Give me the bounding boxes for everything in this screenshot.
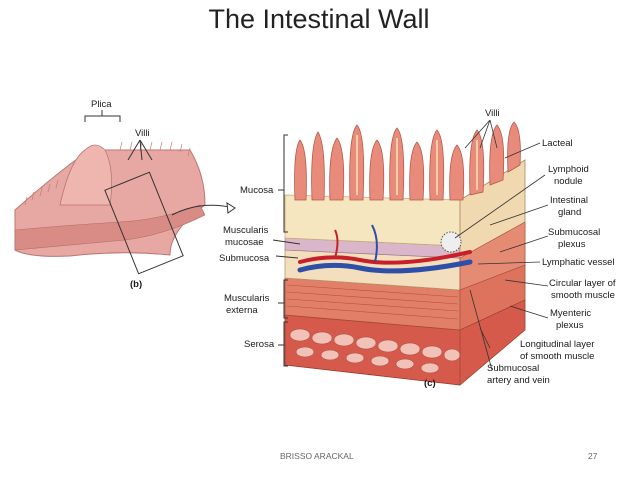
panel-b-muscle-band — [14, 204, 206, 251]
side-serosa — [459, 299, 526, 386]
label-longitudinal-layer-1: Longitudinal layer — [520, 339, 594, 350]
panel-c-right-leaders — [454, 119, 549, 371]
label-submucosa: Submucosa — [219, 253, 270, 264]
label-intestinal-gland-1: Intestinal — [550, 195, 588, 206]
label-muscularis-externa-1: Muscularis — [224, 293, 270, 304]
label-circular-layer-2: smooth muscle — [551, 290, 615, 301]
muscle-fibers — [286, 284, 459, 320]
label-villi-c: Villi — [485, 108, 500, 119]
vein-drawing — [297, 259, 473, 274]
label-submucosal-artery-2: artery and vein — [487, 375, 550, 386]
artery-drawing — [298, 250, 472, 265]
layer-mucosa-base — [284, 194, 461, 247]
label-lymphoid-nodule-1: Lymphoid — [548, 164, 589, 175]
panel-b-plica — [59, 144, 113, 206]
label-lymphoid-nodule-2: nodule — [554, 176, 583, 187]
panel-b-illustration — [14, 110, 236, 275]
panel-c-illustration — [284, 121, 526, 386]
label-submucosal-plexus-1: Submucosal — [548, 227, 600, 238]
label-mucosa: Mucosa — [240, 185, 274, 196]
slide-title: The Intestinal Wall — [208, 4, 430, 34]
zoom-arrowhead — [226, 202, 236, 214]
label-longitudinal-layer-2: of smooth muscle — [520, 351, 594, 362]
panel-b-villi-leaders — [127, 139, 153, 161]
vessel-branch-2 — [371, 224, 378, 263]
label-plica: Plica — [91, 99, 112, 110]
label-intestinal-gland-2: gland — [558, 207, 581, 218]
label-myenteric-plexus-2: plexus — [556, 320, 584, 331]
panel-b-zoom-box — [104, 171, 184, 275]
label-serosa: Serosa — [244, 339, 275, 350]
label-muscularis-externa-2: externa — [226, 305, 258, 316]
label-muscularis-mucosae-1: Muscularis — [223, 225, 269, 236]
label-submucosal-plexus-2: plexus — [558, 239, 586, 250]
label-muscularis-mucosae-2: mucosae — [225, 237, 264, 248]
vessel-branch-1 — [334, 229, 339, 259]
panel-b-tag: (b) — [130, 279, 142, 290]
lacteals-drawing — [356, 135, 478, 195]
panel-c-tag: (c) — [424, 378, 436, 389]
label-submucosal-artery-1: Submucosal — [487, 363, 539, 374]
label-villi-b: Villi — [135, 128, 150, 139]
label-lacteal: Lacteal — [542, 138, 573, 149]
page-number: 27 — [588, 451, 598, 461]
label-lymphatic-vessel: Lymphatic vessel — [542, 257, 615, 268]
label-myenteric-plexus-1: Myenteric — [550, 308, 591, 319]
label-circular-layer-1: Circular layer of — [549, 278, 616, 289]
plica-bracket — [84, 115, 121, 122]
panel-c-left-brackets — [272, 134, 301, 367]
lymphoid-nodule-drawing — [440, 231, 462, 253]
serosa-cells — [289, 328, 461, 374]
footer-author: BRISSO ARACKAL — [280, 451, 354, 461]
